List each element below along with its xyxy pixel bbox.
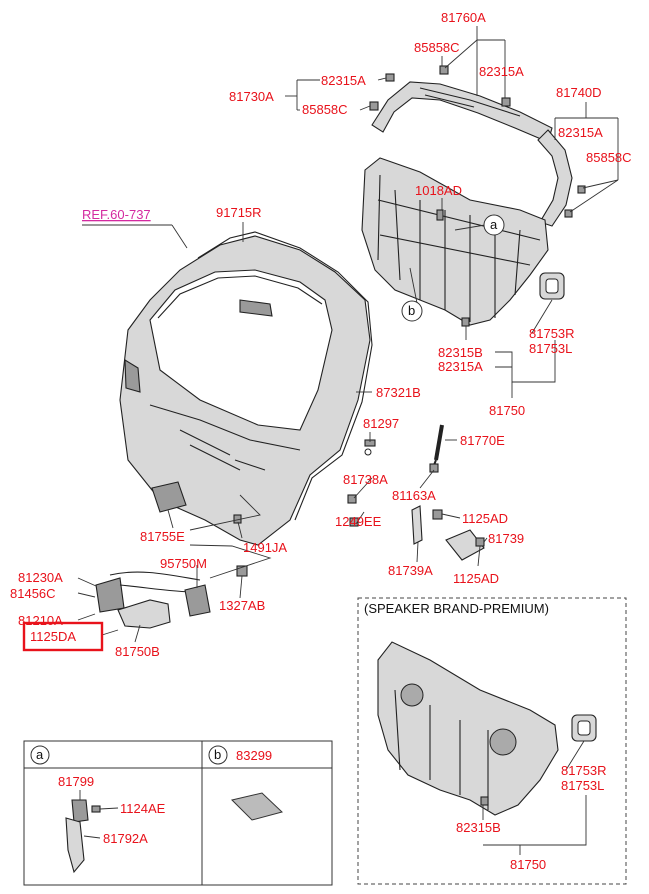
premium-box-title: (SPEAKER BRAND-PREMIUM) bbox=[364, 601, 549, 616]
premium-variant-box bbox=[357, 597, 627, 885]
label-1124AE[interactable]: 1124AE bbox=[120, 801, 166, 816]
label-81753R-premium[interactable]: 81753R bbox=[561, 763, 607, 778]
callout-b-circle bbox=[401, 300, 423, 322]
label-81730A[interactable]: 81730A bbox=[229, 89, 274, 104]
label-81770E[interactable]: 81770E bbox=[460, 433, 505, 448]
label-81750[interactable]: 81750 bbox=[489, 403, 525, 418]
legend-table bbox=[23, 740, 333, 886]
label-81753R[interactable]: 81753R bbox=[529, 326, 575, 341]
label-85858C-right[interactable]: 85858C bbox=[586, 150, 632, 165]
bumper-81297-drawing bbox=[364, 439, 376, 456]
actuator-95750M-drawing bbox=[184, 584, 211, 617]
label-83299[interactable]: 83299 bbox=[236, 748, 272, 763]
bracket-81739-drawing bbox=[432, 509, 485, 561]
gas-strut-81770E-drawing bbox=[431, 424, 444, 471]
label-82315A-mid[interactable]: 82315A bbox=[438, 359, 483, 374]
garnish-81730A-drawing bbox=[371, 81, 553, 143]
label-87321B[interactable]: 87321B bbox=[376, 385, 421, 400]
label-81739A[interactable]: 81739A bbox=[388, 563, 433, 578]
label-1249EE[interactable]: 1249EE bbox=[335, 514, 382, 529]
label-82315A-top-right[interactable]: 82315A bbox=[479, 64, 524, 79]
highlight-box-1125DA bbox=[22, 621, 104, 652]
label-82315A-top-left[interactable]: 82315A bbox=[321, 73, 366, 88]
legend-callout-a: a bbox=[36, 747, 44, 762]
label-81755E[interactable]: 81755E bbox=[140, 529, 185, 544]
label-1125AD-a[interactable]: 1125AD bbox=[462, 511, 508, 526]
label-1125DA[interactable]: 1125DA bbox=[30, 629, 76, 644]
label-81456C[interactable]: 81456C bbox=[10, 586, 56, 601]
label-1125AD-b[interactable]: 1125AD bbox=[453, 571, 499, 586]
weatherstrip-91715R-drawing bbox=[197, 231, 373, 521]
lamp-81755E-drawing bbox=[151, 481, 187, 513]
tailgate-body-drawing bbox=[119, 235, 371, 546]
label-1491JA[interactable]: 1491JA bbox=[243, 540, 287, 555]
legend-callout-b: b bbox=[214, 747, 221, 762]
label-82315A-right[interactable]: 82315A bbox=[558, 125, 603, 140]
label-81799[interactable]: 81799 bbox=[58, 774, 94, 789]
speaker-ring-81753-drawing bbox=[539, 272, 565, 300]
label-1327AB[interactable]: 1327AB bbox=[219, 598, 265, 613]
label-81297[interactable]: 81297 bbox=[363, 416, 399, 431]
handle-81750B-drawing bbox=[117, 599, 171, 629]
label-81792A[interactable]: 81792A bbox=[103, 831, 148, 846]
label-81210A[interactable]: 81210A bbox=[18, 613, 63, 628]
bolt-81163A bbox=[429, 463, 439, 473]
label-81163A[interactable]: 81163A bbox=[392, 488, 436, 503]
label-82315B-premium[interactable]: 82315B bbox=[456, 820, 501, 835]
callout-a-circle bbox=[483, 214, 505, 236]
label-81760A[interactable]: 81760A bbox=[441, 10, 486, 25]
label-81738A[interactable]: 81738A bbox=[343, 472, 388, 487]
label-81753L[interactable]: 81753L bbox=[529, 341, 572, 356]
label-85858C-left[interactable]: 85858C bbox=[302, 102, 348, 117]
bracket-81739A-drawing bbox=[411, 505, 423, 545]
label-81739[interactable]: 81739 bbox=[488, 531, 524, 546]
label-95750M[interactable]: 95750M bbox=[160, 556, 207, 571]
callout-a-label: a bbox=[490, 217, 498, 232]
leader-lines bbox=[77, 26, 619, 643]
label-1018AD[interactable]: 1018AD bbox=[415, 183, 462, 198]
striker-81738A bbox=[347, 494, 357, 504]
callout-b-label: b bbox=[408, 303, 415, 318]
label-91715R[interactable]: 91715R bbox=[216, 205, 262, 220]
label-81753L-premium[interactable]: 81753L bbox=[561, 778, 604, 793]
label-85858C-top[interactable]: 85858C bbox=[414, 40, 460, 55]
trim-panel-81750-drawing bbox=[361, 157, 549, 326]
label-ref-60-737[interactable]: REF.60-737 bbox=[82, 207, 151, 222]
label-82315B[interactable]: 82315B bbox=[438, 345, 483, 360]
label-81740D[interactable]: 81740D bbox=[556, 85, 602, 100]
label-81230A[interactable]: 81230A bbox=[18, 570, 63, 585]
latch-81230A-drawing bbox=[95, 571, 201, 613]
label-81750-premium[interactable]: 81750 bbox=[510, 857, 546, 872]
label-81750B[interactable]: 81750B bbox=[115, 644, 160, 659]
bolt-1249EE bbox=[349, 517, 359, 527]
clip-82315B bbox=[461, 317, 470, 327]
